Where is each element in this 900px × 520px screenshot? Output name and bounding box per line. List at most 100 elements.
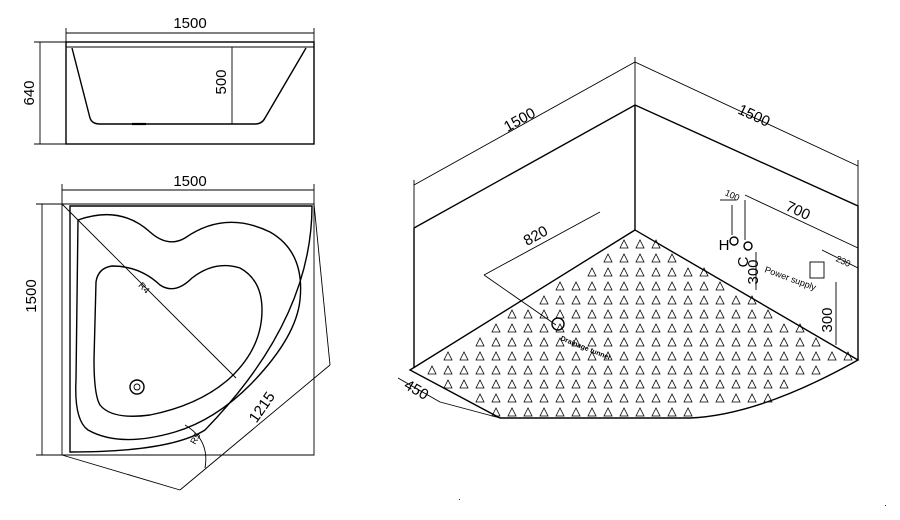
floor-tile [571, 295, 581, 305]
floor-tile [539, 351, 549, 361]
floor-tile [651, 379, 661, 389]
offset-100-label: 100 [723, 188, 741, 203]
floor-tile [635, 253, 645, 263]
floor-tile [651, 351, 661, 361]
floor-tile [555, 309, 565, 319]
floor-tile [507, 393, 517, 403]
floor-tile [747, 323, 757, 333]
floor-tile [635, 267, 645, 277]
floor-tile [523, 393, 533, 403]
floor-tile [619, 407, 629, 417]
floor-tile [587, 379, 597, 389]
floor-tile [699, 365, 709, 375]
floor-tile [683, 379, 693, 389]
front-view: 1500 640 500 [21, 15, 315, 145]
stray-mark-2: · [884, 500, 887, 510]
cold-valve-icon [743, 241, 753, 251]
floor-tile [523, 337, 533, 347]
corner-arc [184, 424, 207, 469]
floor-tile [507, 365, 517, 375]
floor-tile [715, 295, 725, 305]
top-diag-label: 1215 [246, 389, 279, 426]
top-corner-label: R5 [188, 431, 202, 446]
floor-tile [619, 253, 629, 263]
floor-tile [555, 281, 565, 291]
floor-tile [555, 295, 565, 305]
floor-tile [699, 309, 709, 319]
floor-tile [587, 281, 597, 291]
floor-tile [731, 351, 741, 361]
floor-tile [555, 365, 565, 375]
floor-tile [715, 337, 725, 347]
floor-tile [619, 337, 629, 347]
floor-tile [683, 309, 693, 319]
floor-tile [539, 337, 549, 347]
floor-tile [811, 337, 821, 347]
front-width-label: 1500 [173, 15, 206, 32]
floor-tile [763, 393, 773, 403]
floor-tile [539, 393, 549, 403]
floor-tile [731, 323, 741, 333]
floor-tile [827, 351, 837, 361]
floor-tile [635, 309, 645, 319]
floor-tile [667, 323, 677, 333]
floor-tile [603, 267, 613, 277]
floor-tile [683, 281, 693, 291]
floor-tile [811, 351, 821, 361]
top-height-label: 1500 [23, 279, 40, 312]
floor-tile [731, 379, 741, 389]
floor-tile [443, 379, 453, 389]
floor-tile [635, 407, 645, 417]
floor-tile [635, 295, 645, 305]
floor-tile [651, 337, 661, 347]
floor-tile [443, 365, 453, 375]
floor-tile [635, 351, 645, 361]
floor-tile [539, 323, 549, 333]
floor-tile [571, 337, 581, 347]
floor-tile [459, 365, 469, 375]
floor-tile [667, 267, 677, 277]
floor-tile [635, 337, 645, 347]
floor-tile [587, 365, 597, 375]
floor-tile [491, 365, 501, 375]
floor-tile [619, 295, 629, 305]
floor-tile [683, 267, 693, 277]
floor-tile [571, 407, 581, 417]
floor-tile [523, 379, 533, 389]
floor-tile [843, 351, 853, 361]
floor-tile [571, 393, 581, 403]
right-wall-dim [634, 61, 859, 167]
floor-tile [715, 351, 725, 361]
front-basin [71, 47, 307, 125]
floor-tile [667, 281, 677, 291]
floor-tile [523, 365, 533, 375]
floor-tile [523, 407, 533, 417]
floor-tile [747, 351, 757, 361]
floor-tile [651, 281, 661, 291]
floor-tile [699, 267, 709, 277]
floor-tile [603, 281, 613, 291]
floor-tile [635, 393, 645, 403]
floor-tile [651, 253, 661, 263]
floor-tile [491, 407, 501, 417]
floor-tile [427, 365, 437, 375]
floor-tile [475, 365, 485, 375]
floor-tile [651, 407, 661, 417]
floor-tile [651, 323, 661, 333]
floor-outline [408, 229, 860, 419]
floor-tile [539, 379, 549, 389]
floor-tile [523, 309, 533, 319]
floor-tile [587, 267, 597, 277]
top-outline [69, 205, 313, 453]
floor-tile [587, 337, 597, 347]
top-width-label: 1500 [173, 173, 206, 190]
floor-tile [699, 281, 709, 291]
floor-tile [635, 281, 645, 291]
floor-tile [763, 365, 773, 375]
floor-tile [779, 337, 789, 347]
floor-tile [699, 337, 709, 347]
floor-tile [603, 365, 613, 375]
left-wall-dim [413, 61, 636, 186]
floor-tile [715, 393, 725, 403]
